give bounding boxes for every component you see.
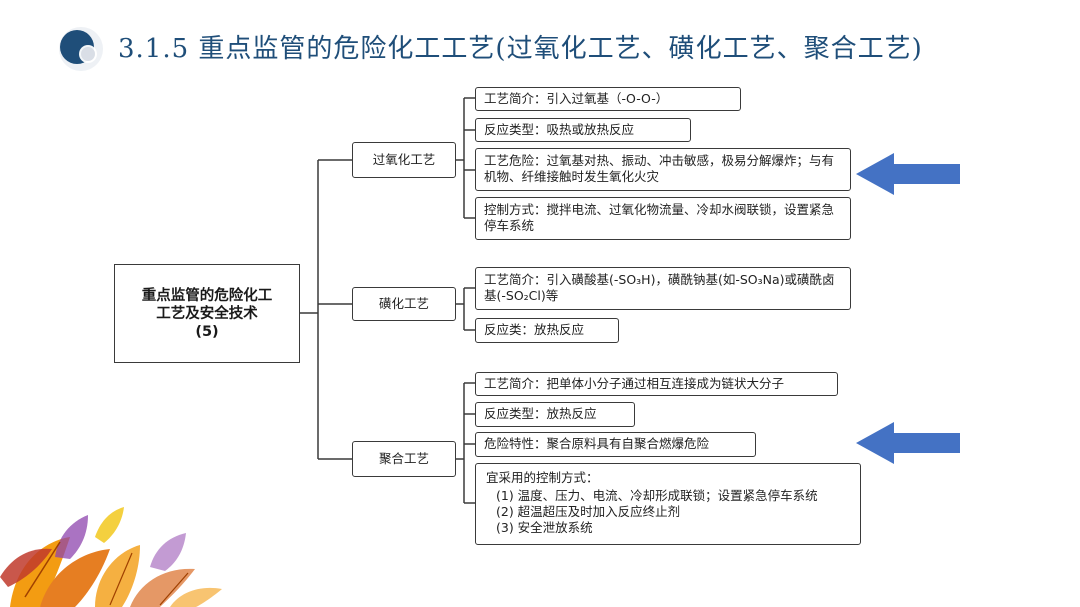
branch-peroxide: 过氧化工艺 — [352, 142, 456, 178]
leaf-peroxide-intro: 工艺简介：引入过氧基（-O-O-） — [475, 87, 741, 111]
leaf-text: 工艺简介：把单体小分子通过相互连接成为链状大分子 — [484, 376, 785, 391]
root-label-line-1: 重点监管的危险化工 — [141, 287, 273, 304]
leaf-peroxide-control: 控制方式：搅拌电流、过氧化物流量、冷却水阀联锁，设置紧急停车系统 — [475, 197, 851, 240]
leaf-polymerization-hazard: 危险特性：聚合原料具有自聚合燃爆危险 — [475, 432, 756, 457]
control-item-1: (1) 温度、压力、电流、冷却形成联锁；设置紧急停车系统 — [496, 488, 818, 503]
leaf-sulfonation-intro: 工艺简介：引入磺酸基(-SO₃H)，磺酰钠基(如-SO₃Na)或磺酰卤基(-SO… — [475, 267, 851, 310]
branch-sulfonation: 磺化工艺 — [352, 287, 456, 321]
leaf-peroxide-hazard: 工艺危险：过氧基对热、振动、冲击敏感，极易分解爆炸；与有机物、纤维接触时发生氧化… — [475, 148, 851, 191]
left-arrow-icon — [856, 422, 960, 464]
branch-polymerization-label: 聚合工艺 — [378, 451, 429, 466]
leaf-text: 工艺简介：引入过氧基（-O-O-） — [484, 91, 669, 106]
page-title: 3.1.5 重点监管的危险化工工艺(过氧化工艺、磺化工艺、聚合工艺) — [118, 34, 923, 64]
leaf-text: 危险特性：聚合原料具有自聚合燃爆危险 — [484, 436, 710, 451]
control-item-2: (2) 超温超压及时加入反应终止剂 — [496, 504, 681, 519]
leaf-polymerization-intro: 工艺简介：把单体小分子通过相互连接成为链状大分子 — [475, 372, 838, 396]
root-node: 重点监管的危险化工 工艺及安全技术 (5) — [114, 264, 300, 363]
leaf-polymerization-control: 宜采用的控制方式： (1) 温度、压力、电流、冷却形成联锁；设置紧急停车系统 (… — [475, 463, 861, 545]
root-label-line-2: 工艺及安全技术 — [156, 305, 258, 322]
leaf-peroxide-type: 反应类型：吸热或放热反应 — [475, 118, 691, 142]
circle-bullet-icon — [59, 27, 103, 71]
leaf-sulfonation-type: 反应类：放热反应 — [475, 318, 619, 343]
leaf-text: 工艺危险：过氧基对热、振动、冲击敏感，极易分解爆炸；与有机物、纤维接触时发生氧化… — [484, 153, 835, 184]
root-label-line-3: (5) — [195, 323, 219, 340]
leaf-text: 反应类型：吸热或放热反应 — [484, 122, 635, 137]
branch-sulfonation-label: 磺化工艺 — [378, 296, 429, 311]
left-arrow-icon — [856, 153, 960, 195]
leaf-polymerization-type: 反应类型：放热反应 — [475, 402, 635, 427]
leaf-text: 反应类：放热反应 — [484, 322, 585, 337]
leaf-text: 反应类型：放热反应 — [484, 406, 597, 421]
branch-peroxide-label: 过氧化工艺 — [372, 152, 436, 167]
control-item-3: (3) 安全泄放系统 — [496, 520, 593, 535]
control-heading: 宜采用的控制方式： — [486, 470, 599, 485]
branch-polymerization: 聚合工艺 — [352, 441, 456, 477]
leaf-text: 工艺简介：引入磺酸基(-SO₃H)，磺酰钠基(如-SO₃Na)或磺酰卤基(-SO… — [484, 272, 835, 303]
leaf-text: 控制方式：搅拌电流、过氧化物流量、冷却水阀联锁，设置紧急停车系统 — [484, 202, 835, 233]
autumn-leaves-decoration — [0, 507, 222, 607]
